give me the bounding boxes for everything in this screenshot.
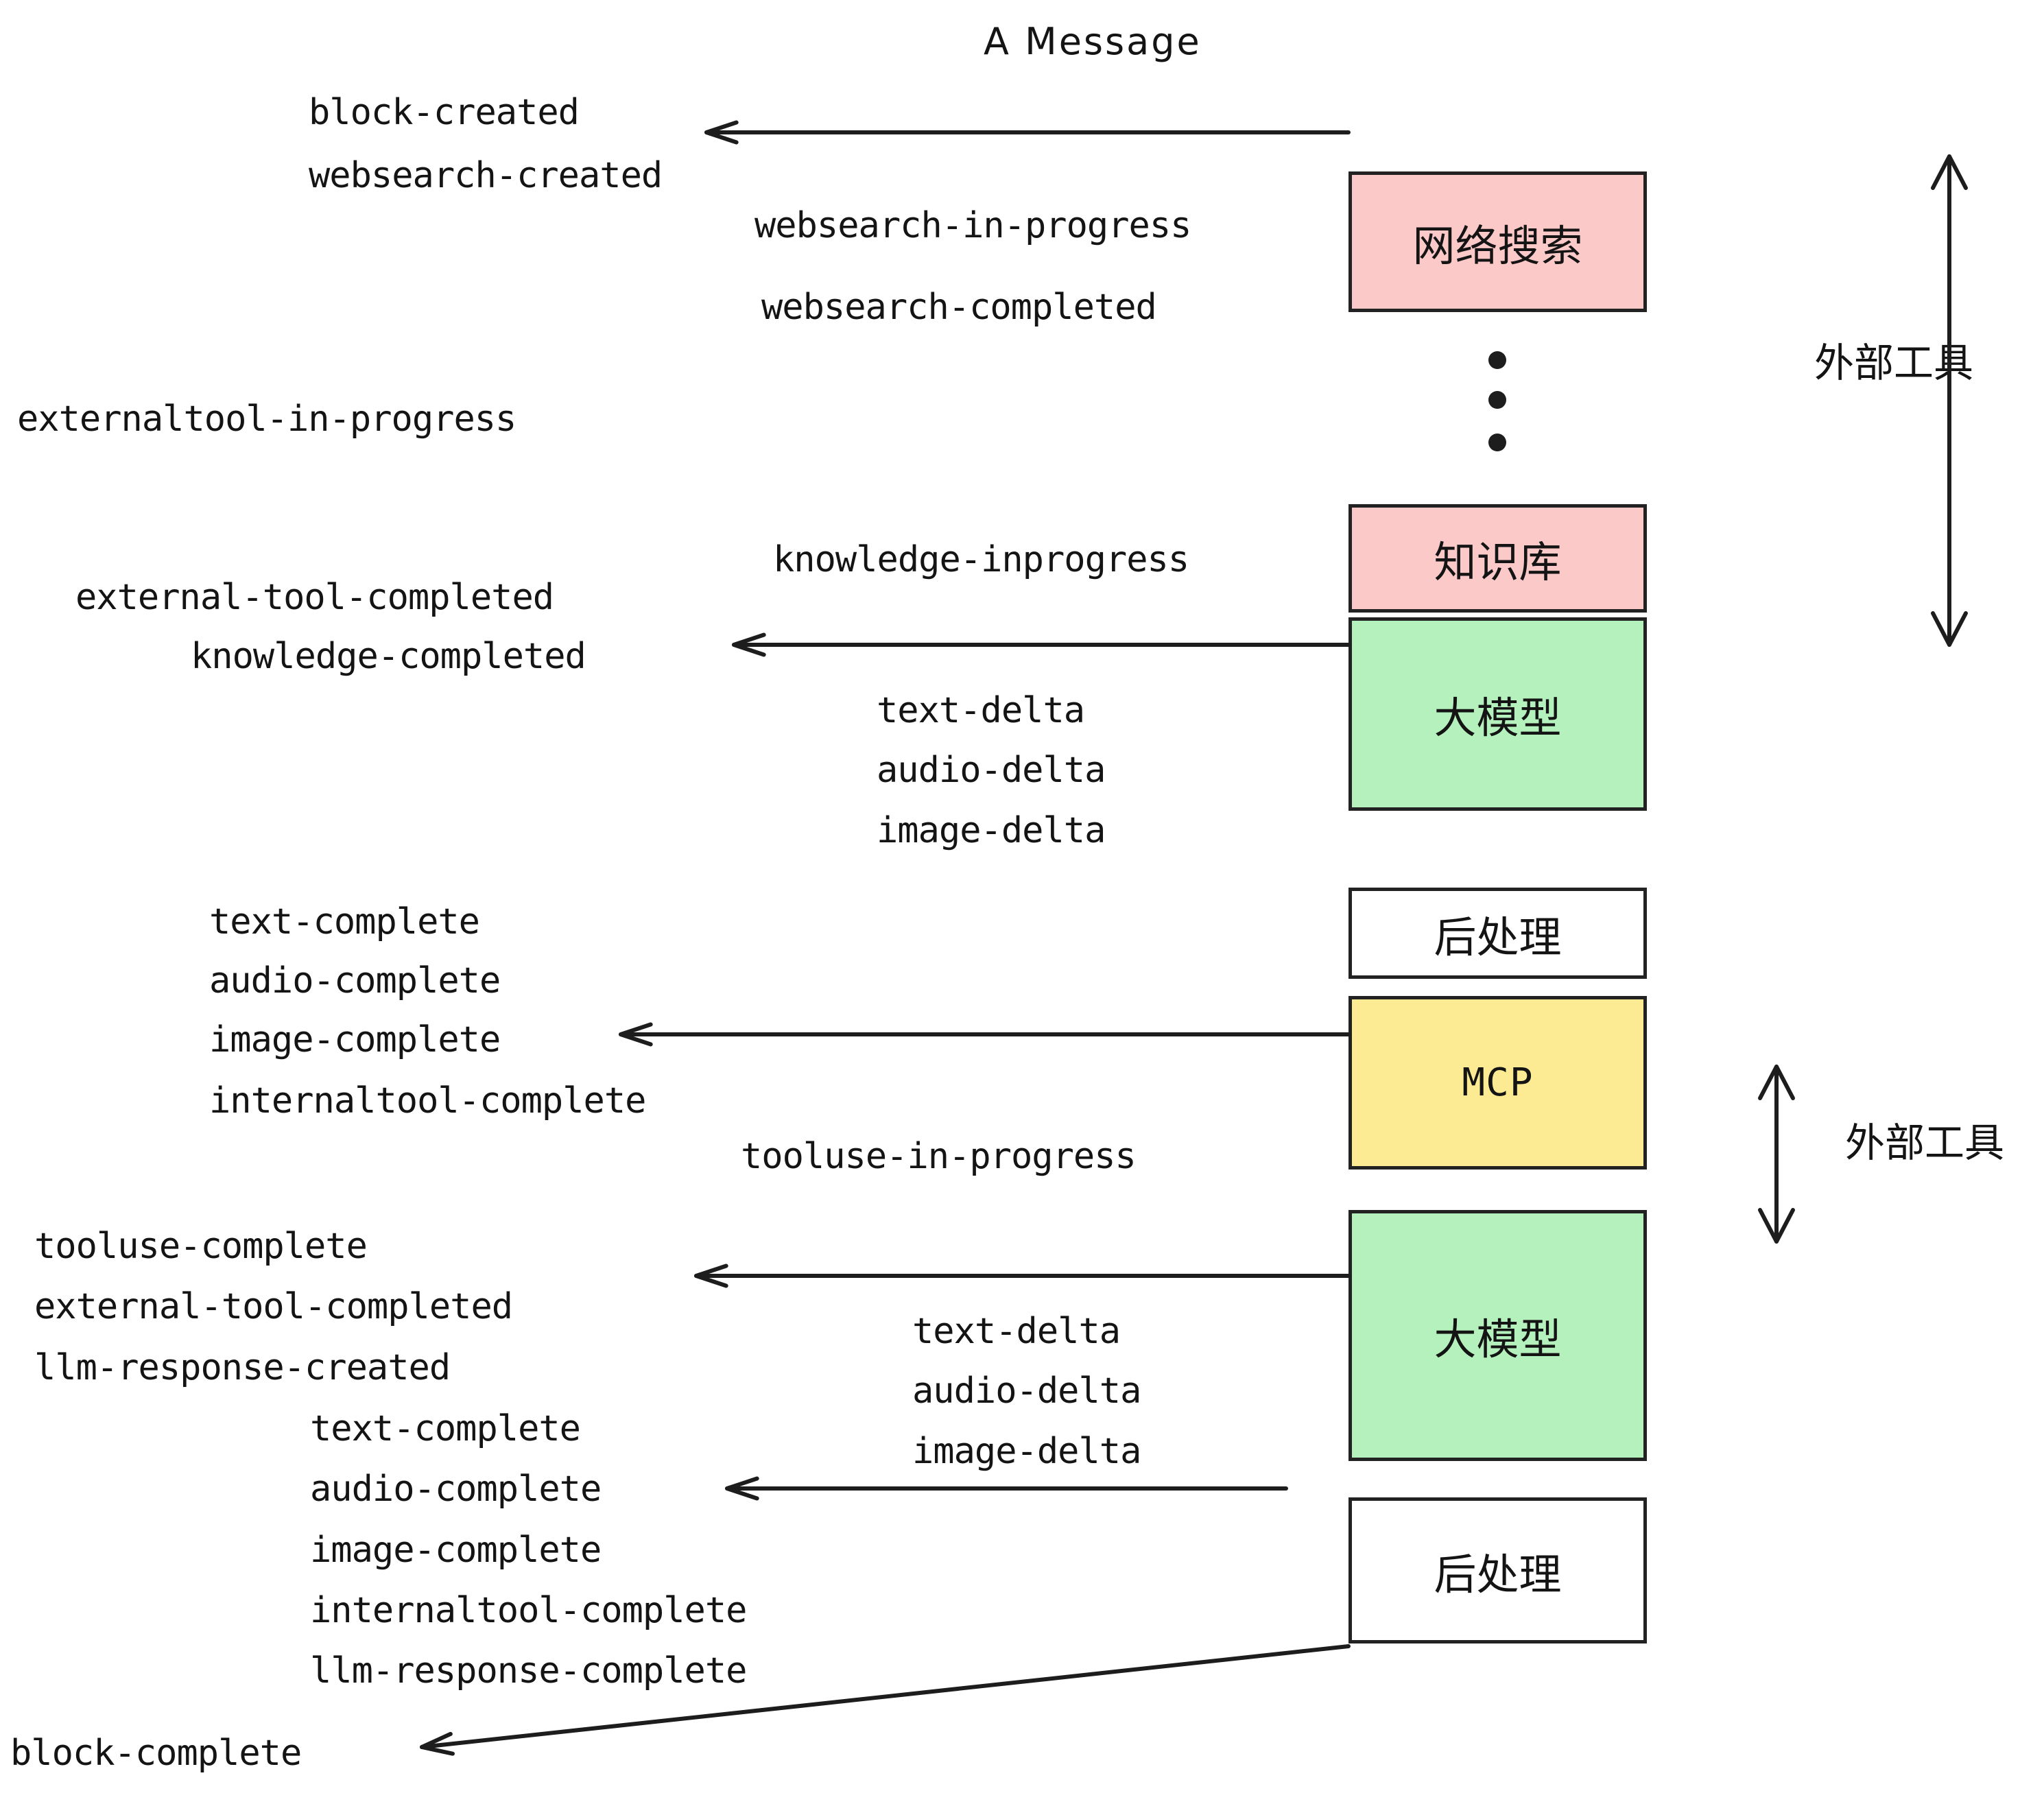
event-label-llm-response-complete: llm-response-complete — [310, 1650, 747, 1692]
page-title: A Message — [984, 20, 1202, 63]
event-label-audio-complete-2: audio-complete — [310, 1469, 602, 1510]
ellipsis-dot-3-icon — [1488, 434, 1506, 451]
ellipsis-dot-1-icon — [1488, 351, 1506, 369]
event-label-text-complete-2: text-complete — [310, 1408, 581, 1449]
box-postproc-bot[interactable]: 后处理 — [1348, 1497, 1647, 1643]
box-mcp[interactable]: MCP — [1348, 996, 1647, 1170]
arrow-arrow-block-created — [704, 120, 1351, 145]
arrow-head-icon — [732, 632, 766, 657]
arrow-head-up-icon — [1758, 1065, 1795, 1100]
event-label-text-delta-2: text-delta — [912, 1311, 1121, 1352]
event-label-websearch-completed: websearch-completed — [761, 287, 1157, 328]
arrow-head-icon — [619, 1022, 653, 1047]
event-label-externaltool-in-progress: externaltool-in-progress — [17, 399, 516, 440]
side-label-external-tool-bottom: 外部工具 — [1845, 1119, 2005, 1166]
event-label-audio-complete-1: audio-complete — [209, 960, 501, 1001]
arrow-head-icon — [704, 120, 739, 145]
box-llm-top[interactable]: 大模型 — [1348, 617, 1647, 811]
event-label-websearch-in-progress: websearch-in-progress — [754, 205, 1191, 246]
event-label-tooluse-in-progress: tooluse-in-progress — [741, 1136, 1137, 1177]
box-knowledge[interactable]: 知识库 — [1348, 504, 1647, 613]
arrow-head-down-icon — [1758, 1208, 1795, 1244]
event-label-llm-response-created: llm-response-created — [34, 1347, 451, 1388]
arrow-arrow-audio-complete — [725, 1476, 1288, 1501]
arrow-arrow-image-complete — [619, 1022, 1351, 1047]
event-label-knowledge-completed: knowledge-completed — [191, 636, 586, 677]
event-label-tooluse-complete: tooluse-complete — [34, 1226, 368, 1267]
box-websearch[interactable]: 网络搜索 — [1348, 171, 1647, 312]
arrow-arrow-tooluse-complete — [694, 1263, 1351, 1288]
event-label-external-tool-completed-1: external-tool-completed — [75, 577, 554, 618]
ellipsis-dot-2-icon — [1488, 391, 1506, 409]
double-arrow-external-tool-range-top — [1931, 154, 1968, 647]
event-label-internaltool-complete-2: internaltool-complete — [310, 1590, 747, 1631]
event-label-audio-delta-1: audio-delta — [877, 750, 1106, 791]
event-label-internaltool-complete-1: internaltool-complete — [209, 1080, 646, 1121]
event-label-image-complete-1: image-complete — [209, 1019, 501, 1060]
box-llm-bottom[interactable]: 大模型 — [1348, 1210, 1647, 1461]
event-label-block-created: block-created — [309, 92, 580, 133]
event-label-image-complete-2: image-complete — [310, 1530, 602, 1571]
box-postproc-top[interactable]: 后处理 — [1348, 888, 1647, 979]
event-label-websearch-created: websearch-created — [309, 155, 663, 196]
event-label-text-delta-1: text-delta — [877, 690, 1085, 731]
event-label-text-complete-1: text-complete — [209, 901, 480, 942]
event-label-audio-delta-2: audio-delta — [912, 1370, 1141, 1412]
arrow-head-icon — [725, 1476, 759, 1501]
event-label-image-delta-2: image-delta — [912, 1431, 1141, 1472]
arrow-head-up-icon — [1931, 154, 1968, 190]
event-label-knowledge-inprogress: knowledge-inprogress — [773, 539, 1189, 580]
arrow-head-icon — [694, 1263, 728, 1288]
double-arrow-external-tool-range-bottom — [1758, 1065, 1795, 1244]
side-label-external-tool-top: 外部工具 — [1814, 340, 1974, 386]
arrow-arrow-knowledge-completed — [732, 632, 1351, 657]
event-label-external-tool-completed-2: external-tool-completed — [34, 1286, 513, 1327]
arrow-head-down-icon — [1931, 611, 1968, 647]
event-label-image-delta-1: image-delta — [877, 810, 1106, 851]
event-label-block-complete: block-complete — [10, 1733, 302, 1774]
arrow-head-icon — [420, 1731, 455, 1756]
